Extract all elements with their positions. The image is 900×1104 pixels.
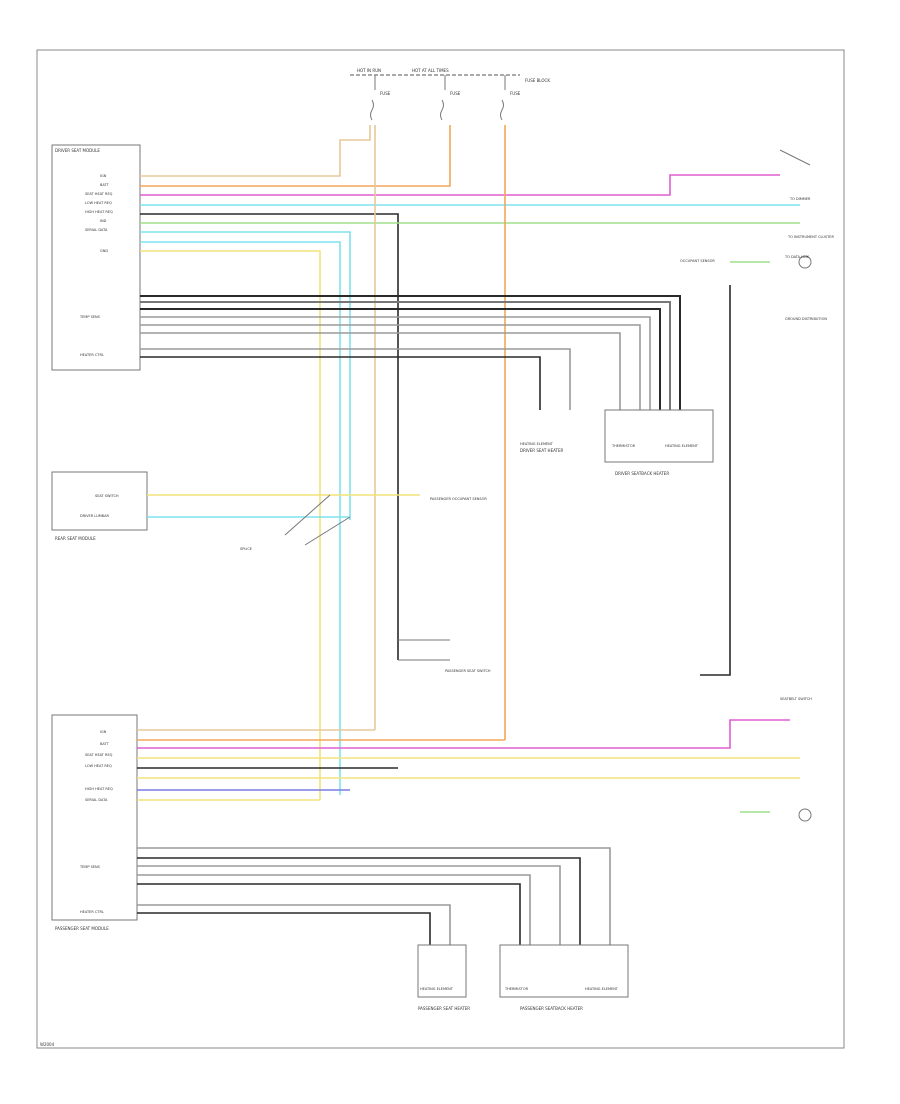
driver-row-4: LOW HEAT REQ (85, 201, 112, 205)
pass-row-4: LOW HEAT REQ (85, 764, 112, 768)
seatbelt-switch-label: SEATBELT SWITCH (780, 697, 812, 701)
pass-switch-label: PASSENGER SEAT SWITCH (445, 669, 491, 673)
rear-row-1: SEAT SWITCH (95, 494, 119, 498)
driver-row-6: IND (100, 219, 107, 223)
passenger-module: PASSENGER SEAT MODULE IGN BATT SEAT HEAT… (51, 714, 138, 931)
pass-row-7: TEMP SENS (79, 865, 101, 869)
pass-row-1: IGN (100, 730, 107, 734)
pass-row-5: HIGH HEAT REQ (85, 787, 113, 791)
right-connectors: TO DIMMER TO INSTRUMENT CLUSTER TO DATA … (680, 149, 834, 701)
splice-label: SPLICE (240, 547, 252, 551)
grounds-label: GROUND DISTRIBUTION (785, 317, 827, 321)
diagram-frame (36, 49, 845, 1049)
rear-module-label: REAR SEAT MODULE (55, 536, 96, 541)
top-bus (140, 295, 681, 410)
pass-row-2: BATT (100, 742, 110, 746)
pass-row-8: HEATER CTRL (80, 910, 104, 914)
heating-element-label-3: HEATING ELEMENT (420, 987, 454, 991)
fuse-c-symbol (500, 99, 504, 121)
connector-circle-2 (798, 808, 812, 822)
to-data-link-label: TO DATA LINK (784, 255, 810, 259)
heating-element-label-4: HEATING ELEMENT (585, 987, 619, 991)
to-instrument-label: TO INSTRUMENT CLUSTER (787, 235, 834, 239)
fuse-area: HOT IN RUN HOT AT ALL TIMES FUSE BLOCK F… (350, 68, 550, 121)
heating-element-label-1: HEATING ELEMENT (520, 442, 554, 446)
driver-module-label: DRIVER SEAT MODULE (55, 148, 100, 153)
pass-occupant-label: PASSENGER OCCUPANT SENSOR (430, 497, 487, 501)
fuse-b-symbol (440, 99, 444, 121)
driver-row-5: HIGH HEAT REQ (85, 210, 113, 214)
footer-code: W2004 (40, 1042, 55, 1047)
pass-row-3: SEAT HEAT REQ (85, 753, 113, 757)
driver-row-1: IGN (100, 174, 107, 178)
rear-row-2: DRIVER LUMBAR (80, 514, 109, 518)
to-dimmer-label: TO DIMMER (789, 197, 811, 201)
fuse-block-label: FUSE BLOCK (525, 78, 550, 83)
thermistor-label-1: THERMISTOR (611, 444, 636, 448)
driver-row-7: SERIAL DATA (85, 228, 108, 232)
hot-run-label: HOT IN RUN (357, 68, 381, 73)
pass-switch: PASSENGER SEAT SWITCH (398, 639, 491, 673)
driver-seat-heater-label: DRIVER SEAT HEATER (520, 448, 563, 453)
driver-row-9: TEMP SENS (79, 315, 101, 319)
fuse-a-symbol (370, 99, 374, 121)
bottom-wires (137, 719, 800, 813)
fuse-a-label: FUSE (380, 91, 391, 96)
driver-module: DRIVER SEAT MODULE IGN BATT SEAT HEAT RE… (51, 144, 141, 371)
passenger-module-label: PASSENGER SEAT MODULE (55, 926, 109, 931)
hot-all-label: HOT AT ALL TIMES (412, 68, 449, 73)
pass-seat-heater-label: PASSENGER SEAT HEATER (418, 1006, 470, 1011)
rear-module: SEAT SWITCH DRIVER LUMBAR REAR SEAT MODU… (51, 471, 148, 541)
passenger-heaters: HEATING ELEMENT PASSENGER SEAT HEATER TH… (417, 944, 629, 1011)
heating-element-label-2: HEATING ELEMENT (665, 444, 699, 448)
connector-circle-1 (798, 255, 812, 269)
driver-row-8: GND (100, 249, 108, 253)
middle-wires (147, 494, 420, 546)
thermistor-label-2: THERMISTOR (504, 987, 529, 991)
pass-back-heater-label: PASSENGER SEATBACK HEATER (520, 1006, 583, 1011)
pass-row-6: SERIAL DATA (85, 798, 108, 802)
bottom-bus (137, 847, 611, 945)
driver-heaters: DRIVER SEAT HEATER HEATING ELEMENT THERM… (520, 409, 714, 476)
driver-back-heater-label: DRIVER SEATBACK HEATER (615, 471, 669, 476)
driver-row-3: SEAT HEAT REQ (85, 192, 113, 196)
driver-row-10: HEATER CTRL (80, 353, 104, 357)
occupant-sensor-label: OCCUPANT SENSOR (680, 259, 715, 263)
fuse-b-label: FUSE (450, 91, 461, 96)
driver-row-2: BATT (100, 183, 110, 187)
top-wires (140, 125, 800, 800)
fuse-c-label: FUSE (510, 91, 521, 96)
